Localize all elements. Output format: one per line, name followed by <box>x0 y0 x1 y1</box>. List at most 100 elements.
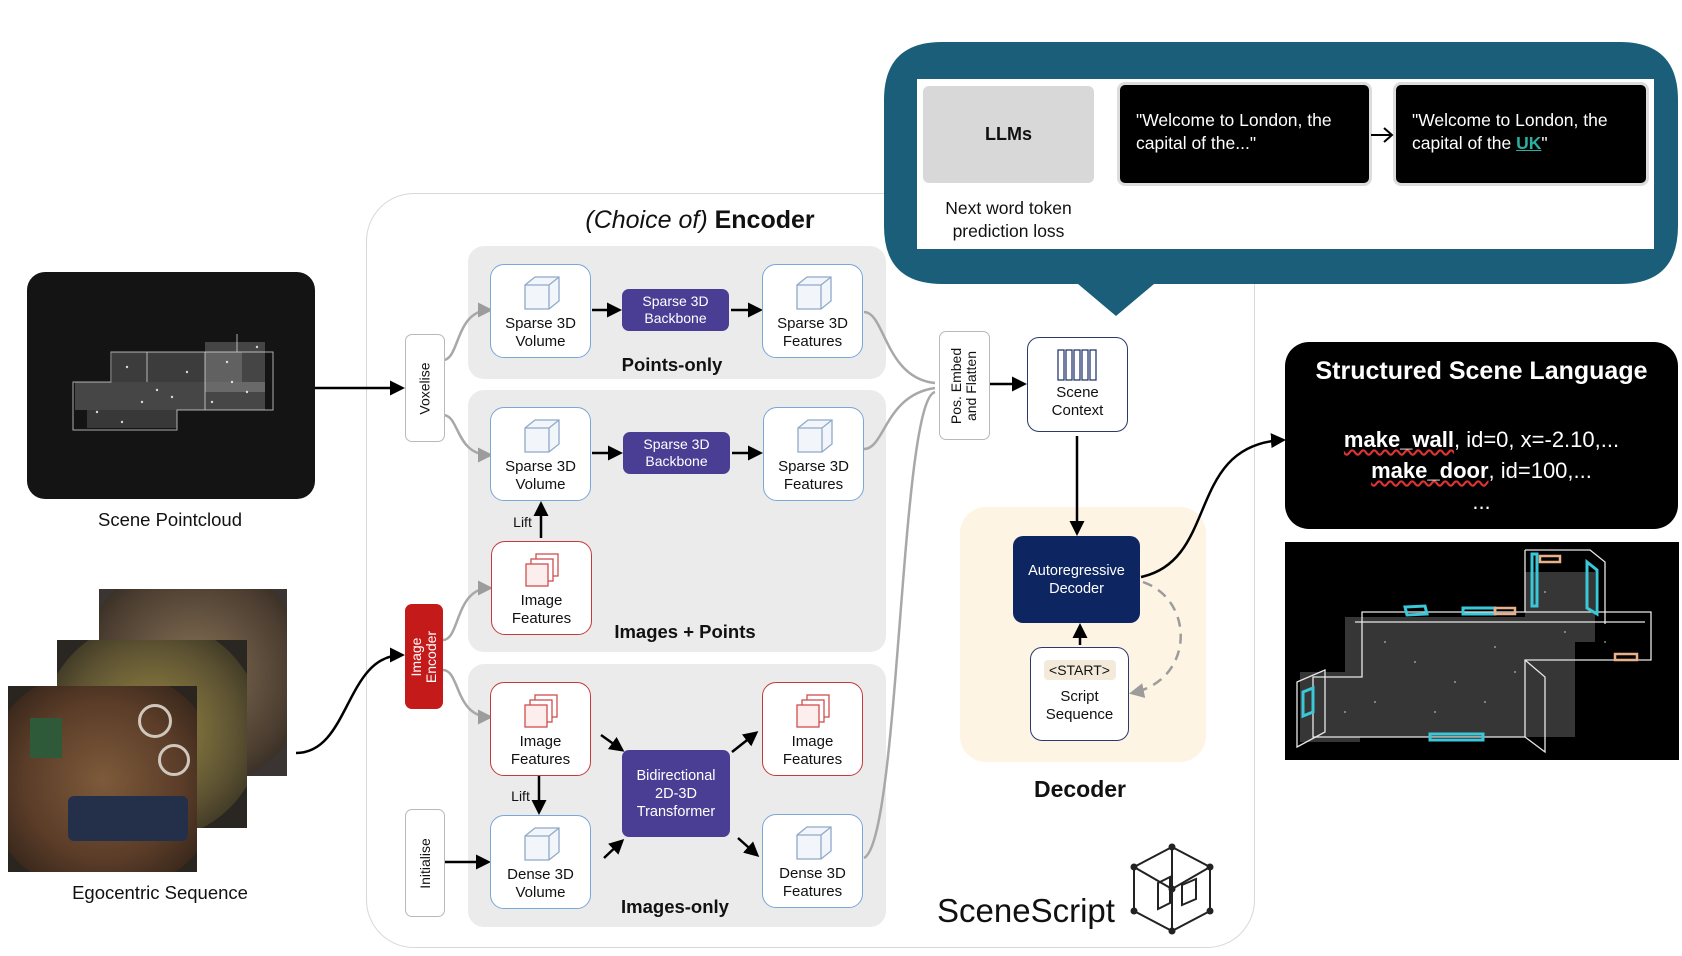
cube-icon <box>523 827 560 861</box>
pointcloud-speckles <box>95 345 259 424</box>
llm-completion-post: " <box>1541 133 1548 153</box>
voxelise-box: Voxelise <box>405 334 445 442</box>
token-bars-icon <box>1056 349 1097 381</box>
pos-embed-label: Pos. Embed and Flatten <box>949 347 980 423</box>
cube-icon <box>796 419 833 453</box>
arrow-decoder-structured <box>1140 433 1286 579</box>
transformer-line3: Transformer <box>636 803 716 820</box>
line-feat2-pos <box>863 386 936 451</box>
cube-icon <box>523 419 560 453</box>
recon-doors <box>1493 554 1639 662</box>
llm-completion-line2: capital of the UK" <box>1412 132 1630 155</box>
imgpts-volume-line1: Sparse 3D <box>505 458 576 475</box>
points-volume-line1: Sparse 3D <box>505 315 576 332</box>
images-points-label: Images + Points <box>614 621 756 642</box>
encoder-frame <box>366 193 1255 948</box>
imgpts-imgfeat-line1: Image <box>520 592 563 609</box>
pointcloud-label: Scene Pointcloud <box>98 509 242 530</box>
imgonly-imgfeat-in-line1: Image <box>519 733 562 750</box>
line-feat1-pos <box>863 310 936 385</box>
pointcloud-points <box>75 342 265 428</box>
points-backbone-line1: Sparse 3D <box>642 293 709 309</box>
llm-prompt-card: "Welcome to London, the capital of the..… <box>1117 82 1372 186</box>
start-token: <START> <box>1043 660 1116 680</box>
imgpts-features-line1: Sparse 3D <box>778 458 849 475</box>
points-features-line2: Features <box>782 333 843 350</box>
pos-embed-line2: and Flatten <box>963 350 980 421</box>
imgonly-dense-features: Dense 3D Features <box>762 814 863 908</box>
imgonly-dense-volume: Dense 3D Volume <box>490 815 591 909</box>
imgonly-imgfeat-in-line2: Features <box>510 751 571 768</box>
scenescript-logo-icon <box>1130 843 1214 935</box>
llm-completion-uk: UK <box>1516 133 1542 153</box>
bidirectional-transformer: Bidirectional 2D-3D Transformer <box>622 750 730 837</box>
decoder-label: Decoder <box>1033 776 1127 802</box>
imgpts-features-line2: Features <box>783 476 844 493</box>
llm-arrow-icon <box>1371 127 1394 143</box>
image-encoder-label-2: Encoder <box>423 630 439 683</box>
arrow-voxelise-points <box>442 302 493 362</box>
imgpts-backbone-line1: Sparse 3D <box>643 436 710 452</box>
reconstruction-image <box>1285 542 1679 760</box>
points-backbone: Sparse 3D Backbone <box>622 289 729 331</box>
llm-loss-label: Next word token prediction loss <box>918 197 1099 243</box>
reconstruction-render <box>1296 549 1652 754</box>
script-sequence-box: <START> Script Sequence <box>1030 647 1129 741</box>
arrow-encoder-imgfeat1 <box>442 580 493 642</box>
initialise-label: Initialise <box>416 837 433 889</box>
image-encoder-label: Image Encoder <box>408 630 439 683</box>
structured-line2-cmd: make_door <box>1371 458 1489 483</box>
cube-icon <box>795 276 832 310</box>
encoder-title-choice: (Choice of) <box>585 206 708 234</box>
imgpts-backbone: Sparse 3D Backbone <box>623 432 730 474</box>
structured-line2: make_door, id=100,... <box>1285 455 1678 486</box>
points-only-label: Points-only <box>621 354 723 375</box>
script-sequence-line2: Sequence <box>1045 706 1114 723</box>
image-stack-icon <box>523 694 558 728</box>
points-features-line1: Sparse 3D <box>777 315 848 332</box>
arrow-dense-transformer <box>603 838 625 859</box>
llms-box: LLMs <box>923 86 1094 183</box>
llm-completion-card: "Welcome to London, the capital of the U… <box>1393 82 1649 186</box>
encoder-title: (Choice of) Encoder <box>520 203 880 237</box>
initialise-box: Initialise <box>405 809 445 917</box>
recon-points <box>1344 591 1606 713</box>
image-stack-icon <box>524 553 559 587</box>
image-encoder-box: Image Encoder <box>405 604 443 709</box>
imgpts-sparse-volume: Sparse 3D Volume <box>490 407 591 501</box>
structured-line1-cmd: make_wall <box>1343 427 1454 452</box>
imgonly-dense-volume-line1: Dense 3D <box>507 866 574 883</box>
structured-language-box: Structured Scene Language make_wall, id=… <box>1285 342 1678 529</box>
points-sparse-volume: Sparse 3D Volume <box>490 264 591 358</box>
scene-pointcloud-image <box>27 272 315 499</box>
arrow-voxelise-imgpts <box>442 413 493 463</box>
arrow-feat-transformer <box>600 733 625 752</box>
points-backbone-line2: Backbone <box>644 310 707 326</box>
imgonly-dense-volume-line2: Volume <box>515 884 566 901</box>
decoder-line2: Decoder <box>1049 580 1104 597</box>
transformer-line2: 2D-3D <box>655 785 697 802</box>
structured-line3: ... <box>1472 489 1491 514</box>
points-volume-line2: Volume <box>515 333 566 350</box>
arrow-egocentric-encoder <box>295 647 405 755</box>
decoder-line1: Autoregressive <box>1028 562 1125 579</box>
imgpts-backbone-line2: Backbone <box>645 453 708 469</box>
structured-line1: make_wall, id=0, x=-2.10,... <box>1285 424 1678 455</box>
voxelise-label: Voxelise <box>416 361 433 415</box>
egocentric-frame-1 <box>8 686 197 872</box>
llm-loss-line2: prediction loss <box>952 221 1065 241</box>
structured-line1-rest: , id=0, x=-2.10,... <box>1453 427 1620 452</box>
imgpts-sparse-features: Sparse 3D Features <box>763 407 864 501</box>
scene-context-line2: Context <box>1051 402 1104 419</box>
arrow-encoder-imgfeat2 <box>442 668 493 725</box>
imgonly-lift-label: Lift <box>511 788 530 804</box>
cube-icon <box>795 826 832 860</box>
autoregressive-decoder-box: Autoregressive Decoder <box>1013 536 1140 623</box>
structured-title: Structured Scene Language <box>1315 357 1648 385</box>
cube-icon <box>523 276 560 310</box>
structured-code: make_wall, id=0, x=-2.10,... make_door, … <box>1285 424 1678 517</box>
scene-context-line1: Scene <box>1056 384 1099 401</box>
images-only-label: Images-only <box>621 896 729 917</box>
arrow-transformer-dense <box>737 837 760 858</box>
